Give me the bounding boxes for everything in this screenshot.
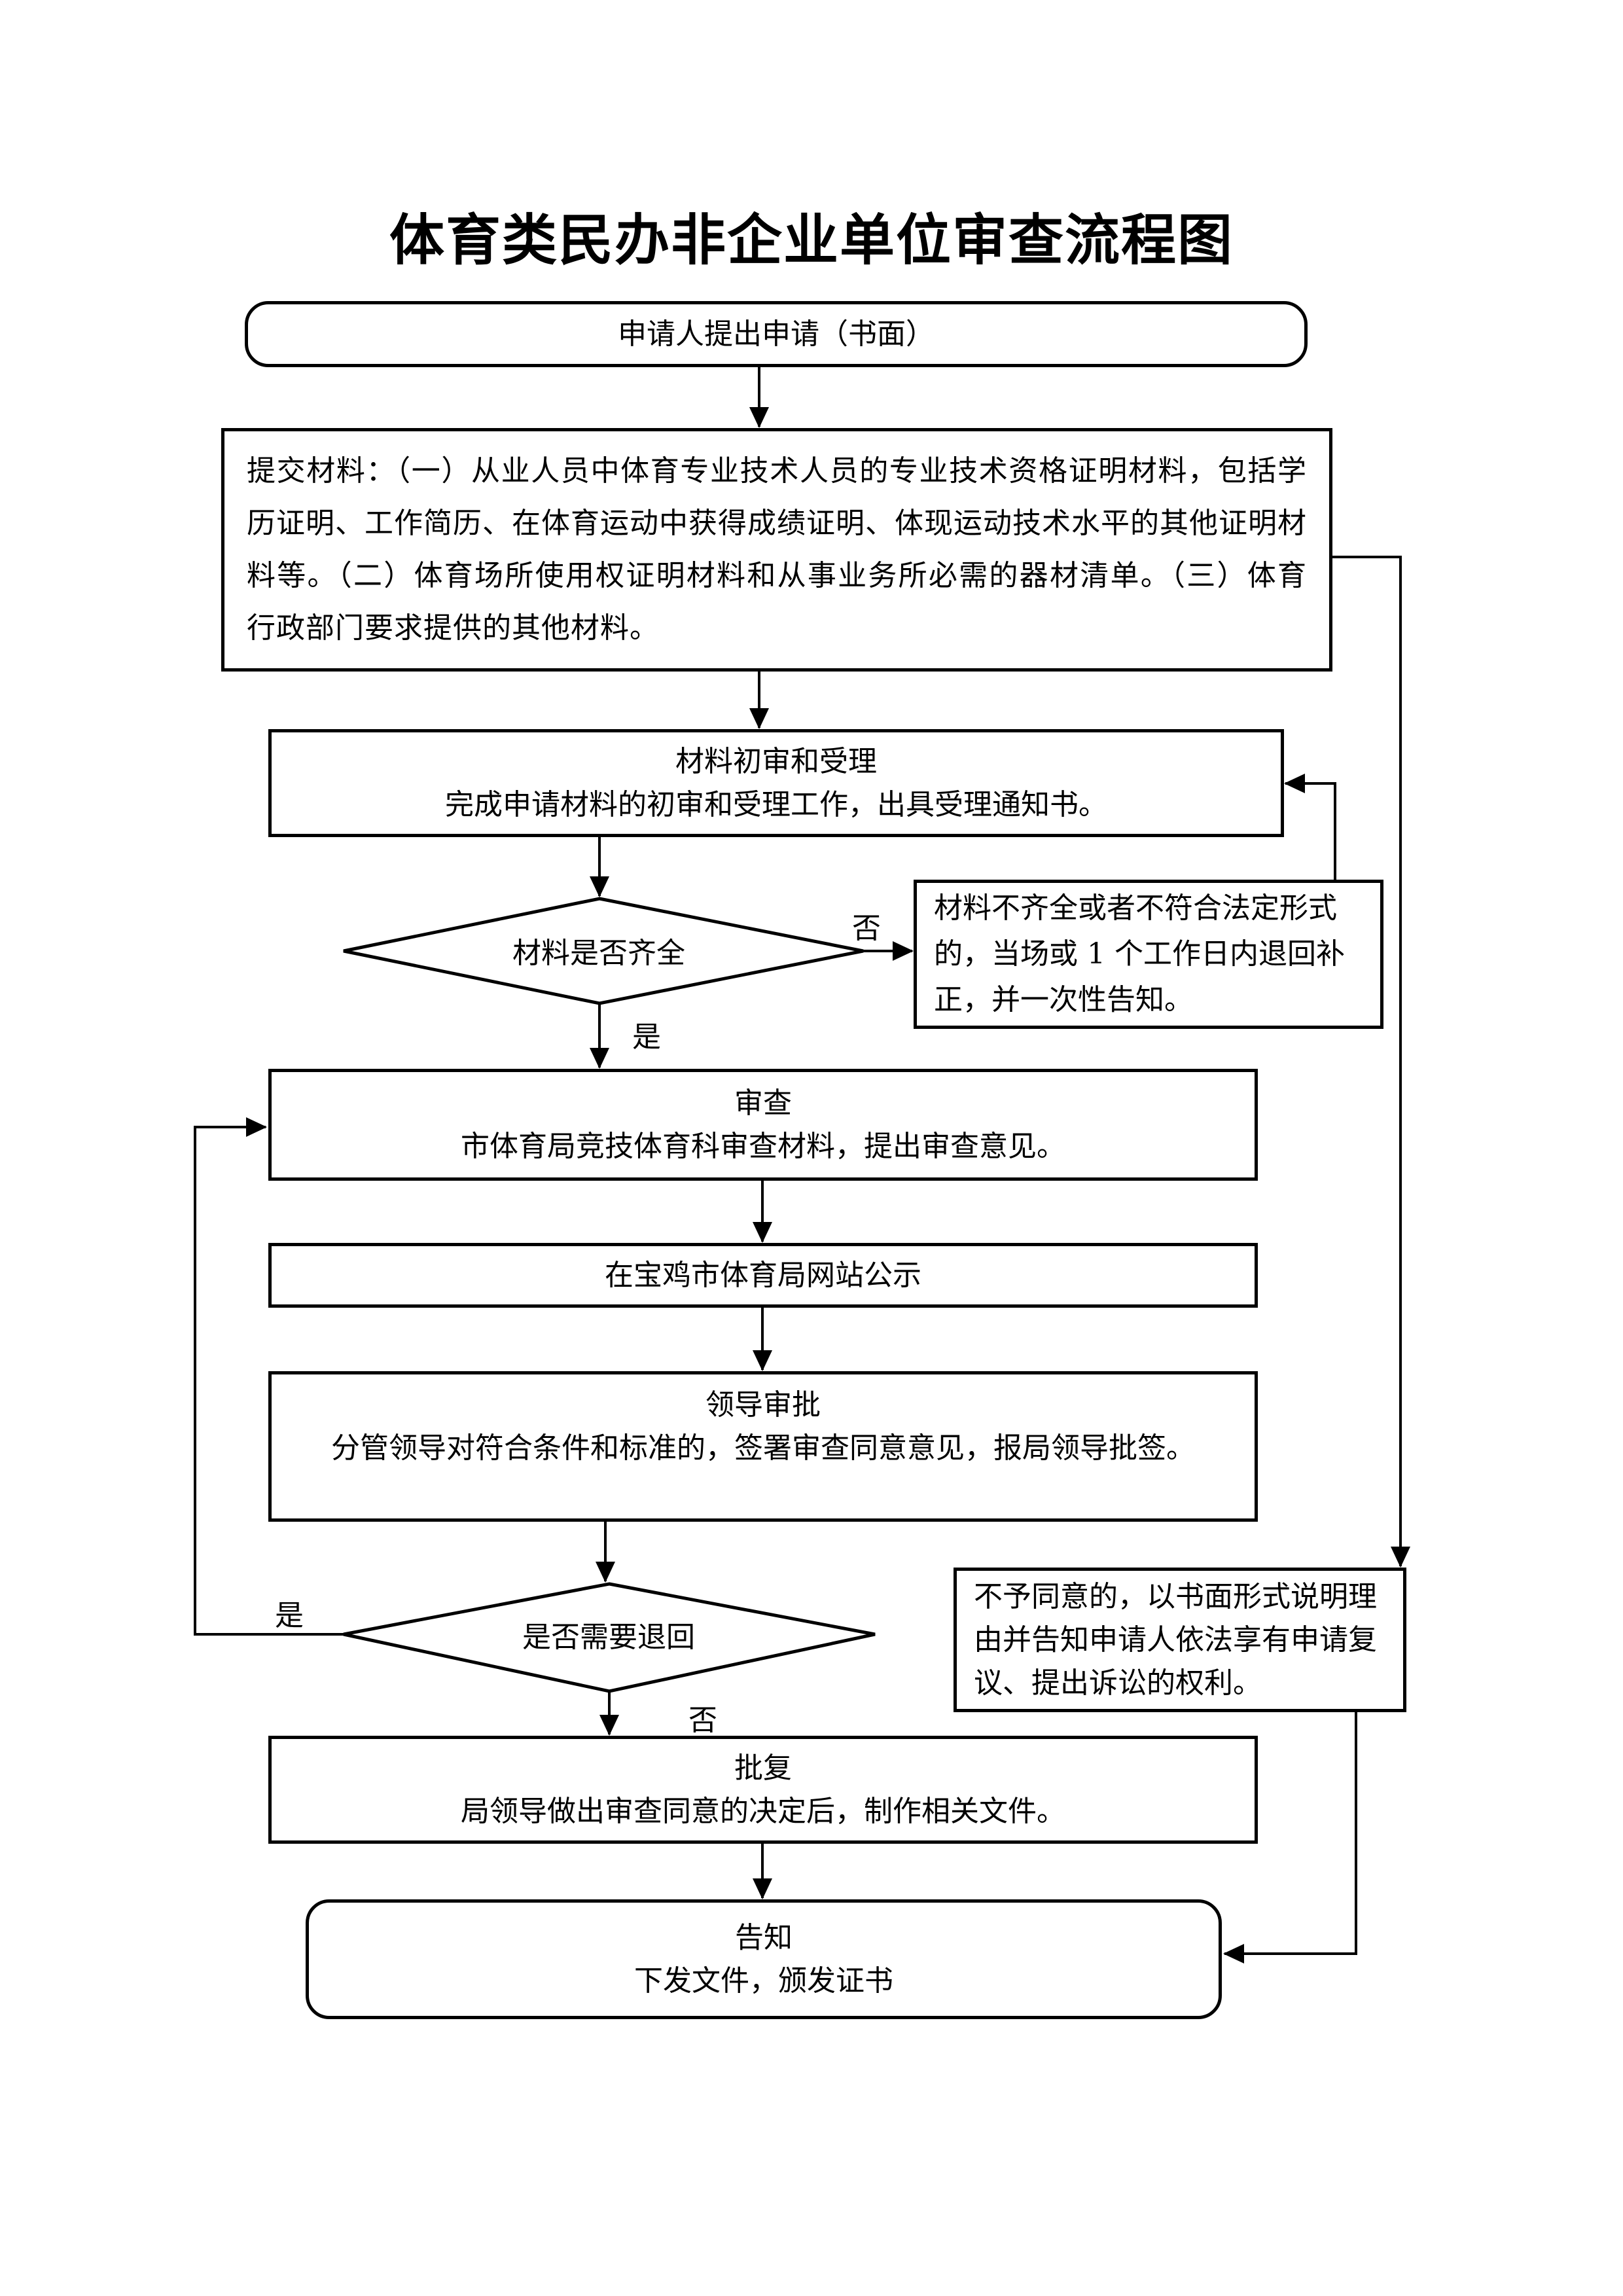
node-review-title: 审查	[734, 1086, 792, 1120]
node-review: 审查 市体育局竞技体育科审查材料，提出审查意见。	[268, 1069, 1258, 1181]
node-initial-review-title: 材料初审和受理	[675, 744, 877, 778]
node-apply: 申请人提出申请（书面）	[245, 301, 1308, 367]
edge-reject-notify	[1223, 1712, 1357, 1964]
edge-label-complete-yes: 是	[632, 1020, 661, 1054]
node-submit-materials: 提交材料：（一）从业人员中体育专业技术人员的专业技术资格证明材料，包括学历证明、…	[221, 428, 1332, 672]
edge-incomplete-initial-review	[1284, 774, 1336, 881]
node-notify-desc: 下发文件，颁发证书	[634, 1964, 893, 1998]
node-reply: 批复 局领导做出审查同意的决定后，制作相关文件。	[268, 1736, 1258, 1844]
node-publicize: 在宝鸡市体育局网站公示	[268, 1243, 1258, 1308]
node-reject: 不予同意的，以书面形式说明理由并告知申请人依法享有申请复议、提出诉讼的权利。	[954, 1568, 1406, 1712]
edge-label-return-no: 否	[688, 1704, 717, 1737]
edge-submit-reject	[1332, 556, 1410, 1568]
decision-complete-label: 材料是否齐全	[512, 937, 685, 970]
node-notify-title: 告知	[735, 1920, 793, 1954]
node-reject-text: 不予同意的，以书面形式说明理由并告知申请人依法享有申请复议、提出诉讼的权利。	[974, 1579, 1377, 1700]
node-initial-review-desc: 完成申请材料的初审和受理工作，出具受理通知书。	[445, 787, 1107, 821]
edge-return-yes-review	[194, 1117, 344, 1636]
node-submit-text: 提交材料：（一）从业人员中体育专业技术人员的专业技术资格证明材料，包括学历证明、…	[247, 454, 1307, 645]
node-leader-approval-desc: 分管领导对符合条件和标准的，签署审查同意意见，报局领导批签。	[331, 1431, 1195, 1465]
edge-label-complete-no: 否	[852, 912, 881, 945]
node-reply-title: 批复	[734, 1751, 792, 1785]
node-review-desc: 市体育局竞技体育科审查材料，提出审查意见。	[461, 1129, 1065, 1163]
node-initial-review: 材料初审和受理 完成申请材料的初审和受理工作，出具受理通知书。	[268, 729, 1284, 837]
node-reply-desc: 局领导做出审查同意的决定后，制作相关文件。	[461, 1794, 1065, 1828]
node-publicize-text: 在宝鸡市体育局网站公示	[605, 1258, 921, 1292]
decision-return-label: 是否需要退回	[522, 1621, 695, 1654]
page-title: 体育类民办非企业单位审查流程图	[389, 207, 1234, 272]
decision-diamond-return	[343, 1582, 876, 1693]
node-leader-approval: 领导审批 分管领导对符合条件和标准的，签署审查同意意见，报局领导批签。	[268, 1371, 1258, 1522]
node-incomplete-text: 材料不齐全或者不符合法定形式的，当场或 1 个工作日内退回补正，并一次性告知。	[934, 891, 1345, 1016]
edge-label-return-yes: 是	[275, 1599, 304, 1632]
node-apply-text: 申请人提出申请（书面）	[618, 317, 935, 351]
node-notify: 告知 下发文件，颁发证书	[306, 1899, 1222, 2019]
node-leader-approval-title: 领导审批	[705, 1388, 821, 1422]
node-incomplete: 材料不齐全或者不符合法定形式的，当场或 1 个工作日内退回补正，并一次性告知。	[914, 880, 1383, 1029]
decision-diamond-complete	[343, 897, 864, 1005]
